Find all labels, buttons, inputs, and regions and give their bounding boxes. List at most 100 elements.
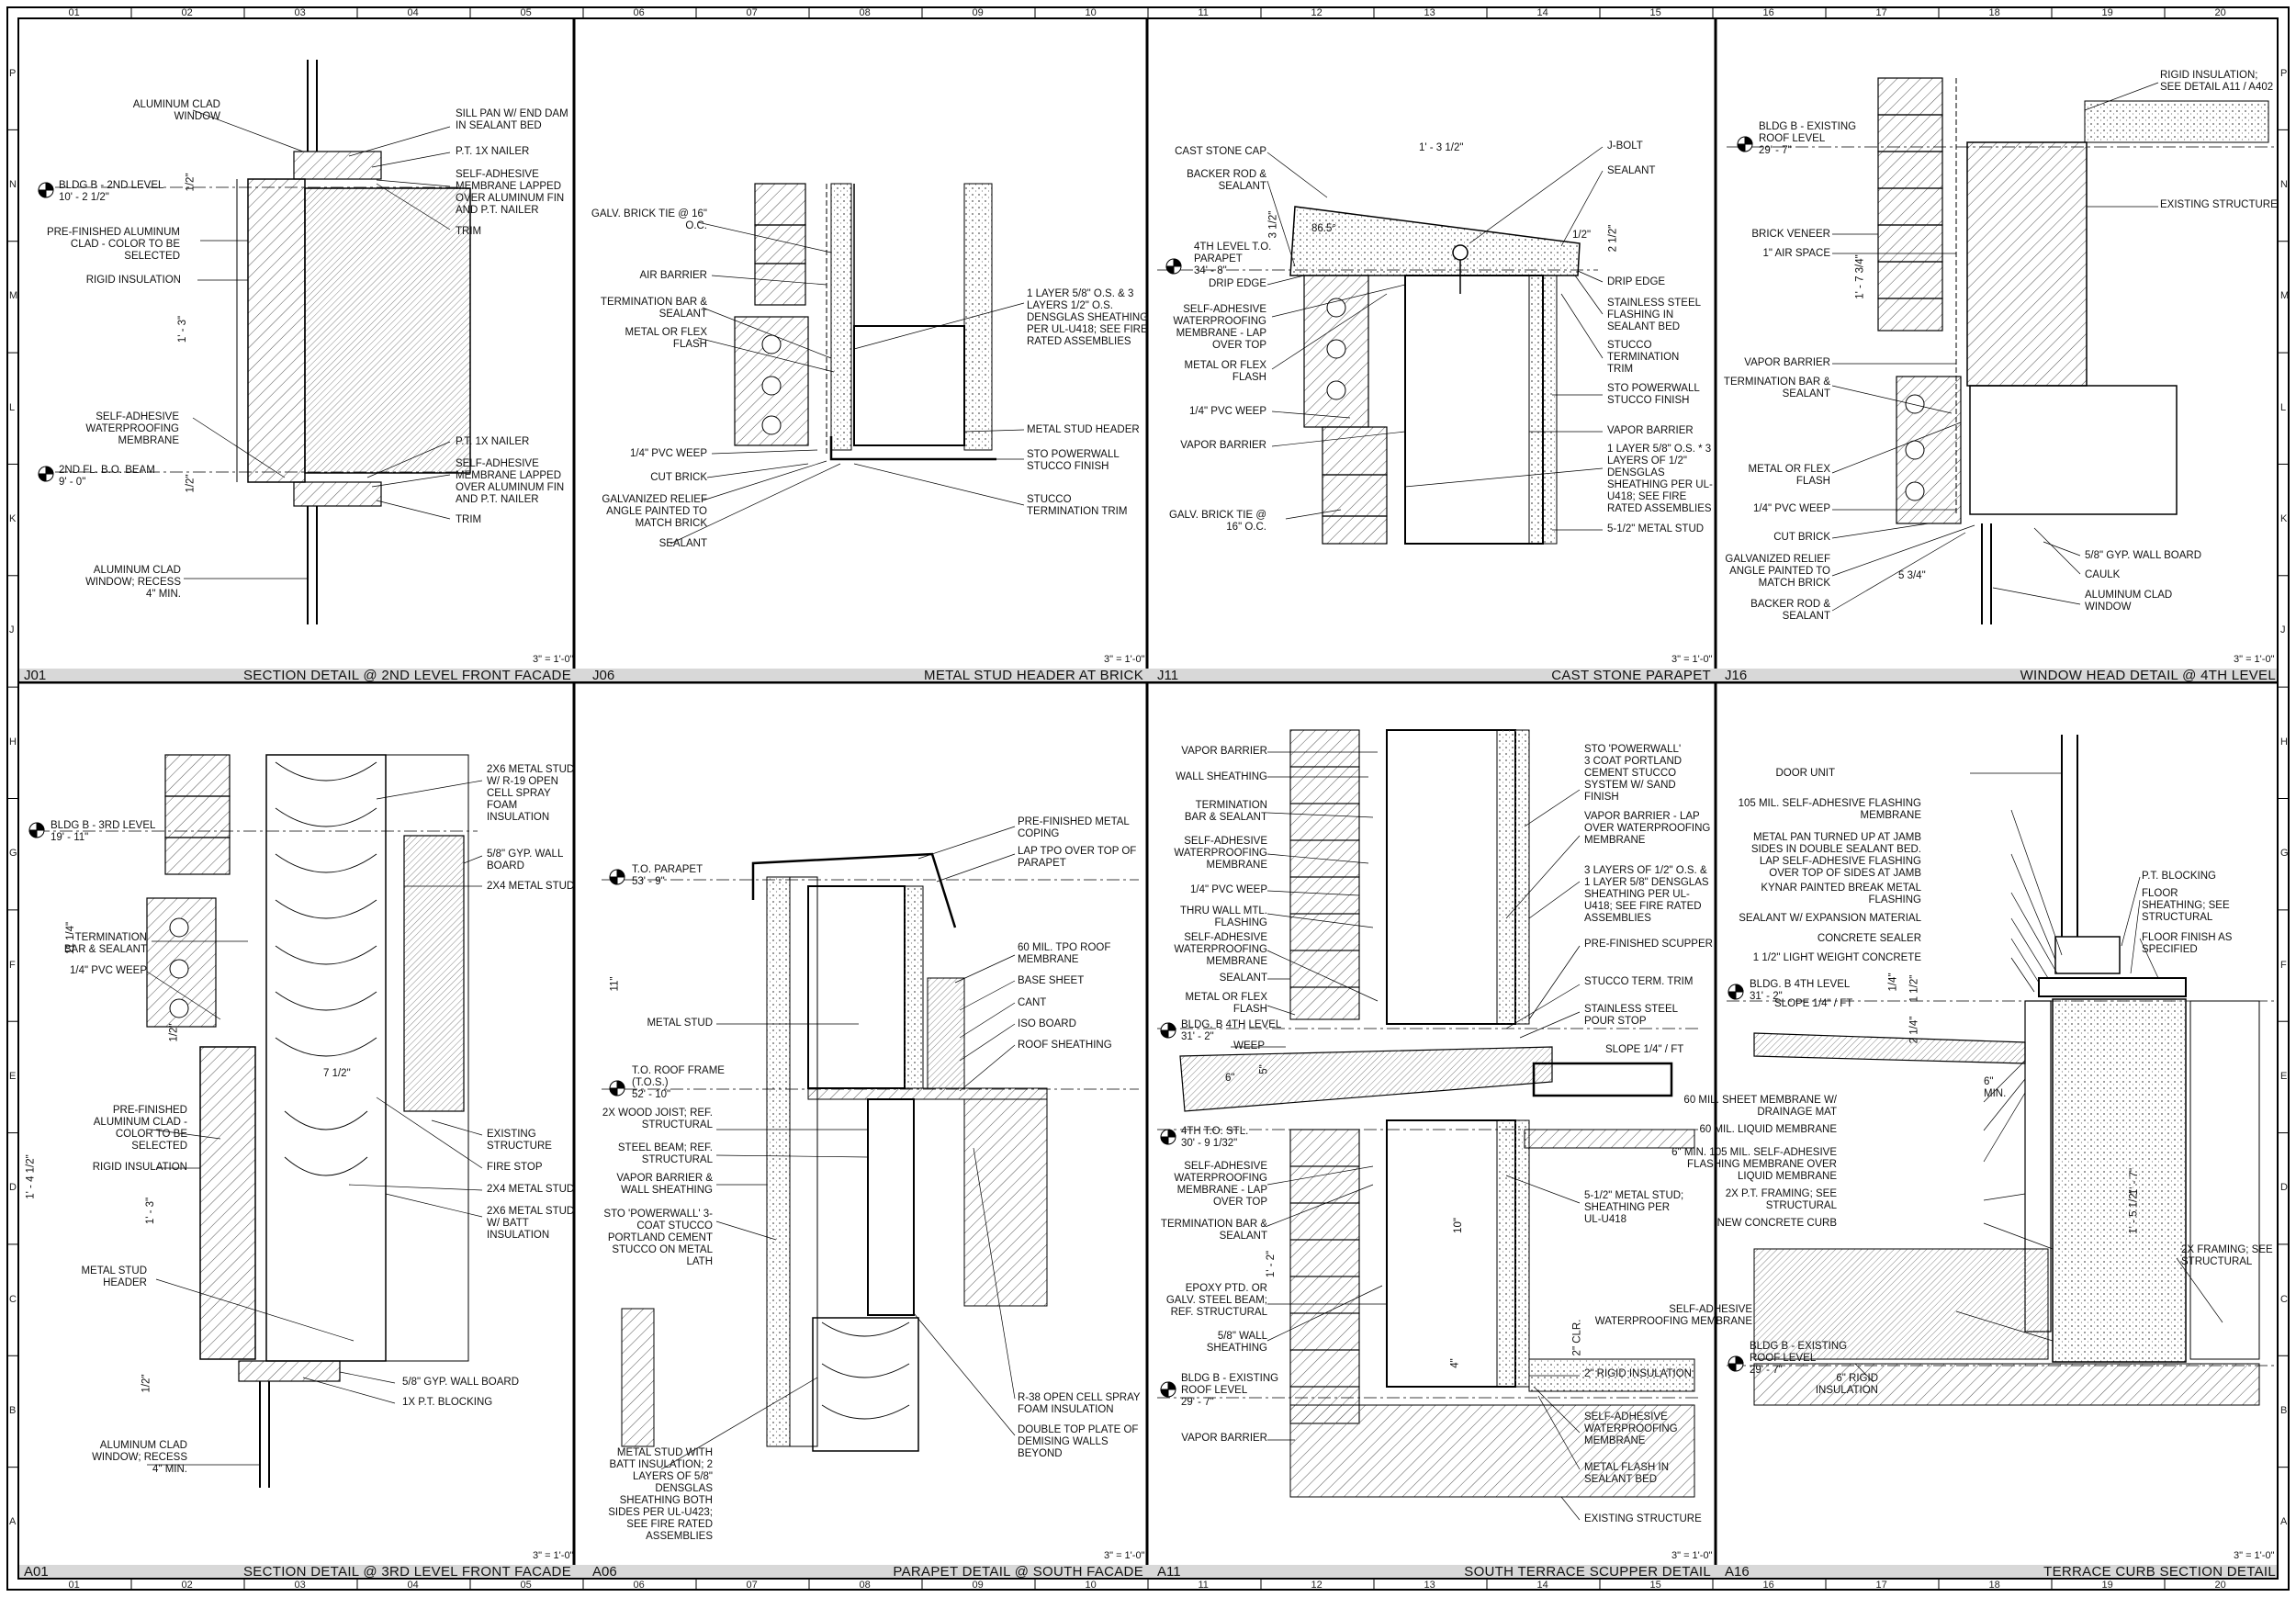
scale-note: 3" = 1'-0" bbox=[1671, 654, 1713, 665]
note-label: 60 MIL. TPO ROOF MEMBRANE bbox=[1018, 942, 1111, 965]
dimension-label: 11" bbox=[609, 976, 621, 992]
note-label: 1/4" PVC WEEP bbox=[1190, 884, 1267, 895]
grid-column-label: 08 bbox=[859, 1580, 871, 1591]
dimension-label: 5" bbox=[1258, 1064, 1270, 1074]
dimension-label: 1' - 4 1/2" bbox=[25, 1154, 37, 1199]
grid-column-label: 06 bbox=[633, 7, 645, 18]
note-label: 2X4 METAL STUD bbox=[487, 1184, 575, 1195]
dimension-label: 1/2" bbox=[185, 474, 197, 493]
detail-j01-drawing bbox=[55, 60, 471, 624]
note-label: METAL FLASH IN SEALANT BED bbox=[1584, 1462, 1670, 1485]
note-label: 1 LAYER 5/8" O.S. * 3 LAYERS OF 1/2" DEN… bbox=[1607, 444, 1713, 514]
note-label: STUCCO TERM. TRIM bbox=[1584, 976, 1694, 987]
note-label: KYNAR PAINTED BREAK METAL FLASHING bbox=[1761, 883, 1921, 905]
note-label: 1/4" PVC WEEP bbox=[70, 965, 147, 976]
note-label: TERMINATION BAR & SEALANT bbox=[600, 297, 707, 320]
grid-row-label: L bbox=[2280, 401, 2287, 413]
note-label: SELF-ADHESIVE WATERPROOFING MEMBRANE - L… bbox=[1174, 1161, 1267, 1208]
note-label: ALUMINUM CLAD WINDOW bbox=[132, 99, 220, 122]
level-label: BLDG B - EXISTING ROOF LEVEL 29' - 7" bbox=[1750, 1341, 1848, 1376]
note-label: 2" RIGID INSULATION bbox=[1584, 1368, 1692, 1379]
note-label: P.T. 1X NAILER bbox=[456, 146, 530, 157]
note-label: SILL PAN W/ END DAM IN SEALANT BED bbox=[456, 108, 568, 131]
detail-tag: J06 bbox=[592, 668, 615, 683]
note-label: PRE-FINISHED METAL COPING bbox=[1018, 816, 1130, 839]
note-label: PRE-FINISHED ALUMINUM CLAD - COLOR TO BE… bbox=[46, 227, 180, 262]
note-label: P.T. BLOCKING bbox=[2142, 871, 2216, 882]
detail-title: WINDOW HEAD DETAIL @ 4TH LEVEL bbox=[2020, 668, 2276, 683]
grid-row-label: H bbox=[2280, 736, 2288, 748]
dimension-label: 1' - 3" bbox=[177, 315, 189, 343]
note-label: GALV. BRICK TIE @ 16" O.C. bbox=[1168, 510, 1266, 533]
note-label: TERMINATION BAR & SEALANT bbox=[1184, 800, 1267, 823]
dimension-label: 1' - 2" bbox=[1266, 1250, 1277, 1278]
note-label: CANT bbox=[1018, 997, 1047, 1008]
grid-row-label: C bbox=[9, 1293, 17, 1305]
note-label: ALUMINUM CLAD WINDOW; RECESS 4" MIN. bbox=[85, 565, 181, 600]
note-label: SEALANT bbox=[1607, 165, 1656, 176]
grid-row-label: H bbox=[9, 736, 17, 748]
note-label: ISO BOARD bbox=[1018, 1018, 1076, 1029]
note-label: GALV. BRICK TIE @ 16" O.C. bbox=[591, 208, 707, 231]
note-label: TRIM bbox=[456, 514, 482, 525]
grid-row-label: M bbox=[2280, 290, 2290, 302]
note-label: VAPOR BARRIER & WALL SHEATHING bbox=[616, 1173, 713, 1196]
note-label: TRIM bbox=[456, 226, 482, 237]
grid-column-label: 01 bbox=[68, 1580, 80, 1591]
detail-title: SECTION DETAIL @ 3RD LEVEL FRONT FACADE bbox=[243, 1564, 571, 1580]
note-label: 2X6 METAL STUD W/ BATT INSULATION bbox=[487, 1206, 575, 1241]
grid-column-label: 20 bbox=[2214, 7, 2226, 18]
grid-column-label: 05 bbox=[520, 7, 532, 18]
dimension-label: 2 1/4" bbox=[1908, 1016, 1920, 1044]
note-label: SLOPE 1/4" / FT bbox=[1605, 1044, 1684, 1055]
level-label: BLDG B - 3RD LEVEL 19' - 11" bbox=[51, 820, 156, 843]
grid-column-label: 10 bbox=[1085, 7, 1097, 18]
grid-row-label: L bbox=[9, 401, 16, 413]
note-label: SEALANT bbox=[1219, 973, 1267, 984]
note-label: ALUMINUM CLAD WINDOW bbox=[2085, 590, 2173, 613]
note-label: 105 MIL. SELF-ADHESIVE FLASHING MEMBRANE bbox=[1738, 798, 1921, 821]
grid-column-label: 13 bbox=[1424, 7, 1435, 18]
note-label: THRU WALL MTL. FLASHING bbox=[1180, 905, 1267, 928]
note-label: BRICK VENEER bbox=[1751, 229, 1830, 240]
note-label: VAPOR BARRIER bbox=[1181, 746, 1267, 757]
grid-column-label: 15 bbox=[1649, 1580, 1661, 1591]
note-label: STO 'POWERWALL' 3 COAT PORTLAND CEMENT S… bbox=[1584, 744, 1683, 803]
note-label: 60 MIL. LIQUID MEMBRANE bbox=[1699, 1124, 1837, 1135]
grid-column-label: 19 bbox=[2101, 1580, 2113, 1591]
scale-note: 3" = 1'-0" bbox=[2234, 1550, 2275, 1561]
level-label: T.O. ROOF FRAME (T.O.S.) 52' - 10" bbox=[632, 1065, 725, 1100]
note-label: WEEP bbox=[1233, 1040, 1265, 1052]
note-label: EXISTING STRUCTURE bbox=[487, 1129, 552, 1152]
level-label: 2ND FL. B.O. BEAM 9' - 0" bbox=[59, 465, 155, 488]
grid-column-label: 05 bbox=[520, 1580, 532, 1591]
detail-tag: A01 bbox=[24, 1564, 49, 1580]
scale-note: 3" = 1'-0" bbox=[1671, 1550, 1713, 1561]
detail-title: SOUTH TERRACE SCUPPER DETAIL bbox=[1464, 1564, 1711, 1580]
note-label: DOUBLE TOP PLATE OF DEMISING WALLS BEYON… bbox=[1018, 1424, 1139, 1459]
note-label: LAP TPO OVER TOP OF PARAPET bbox=[1018, 846, 1137, 869]
note-label: STUCCO TERMINATION TRIM bbox=[1607, 340, 1680, 375]
note-label: AIR BARRIER bbox=[639, 270, 708, 281]
grid-column-label: 16 bbox=[1762, 7, 1774, 18]
note-label: FIRE STOP bbox=[487, 1162, 543, 1173]
note-label: BASE SHEET bbox=[1018, 975, 1085, 986]
note-label: STAINLESS STEEL FLASHING IN SEALANT BED bbox=[1607, 298, 1702, 332]
level-label: BLDG. B 4TH LEVEL 31' - 2" bbox=[1750, 979, 1851, 1002]
note-label: 5/8" GYP. WALL BOARD bbox=[402, 1377, 520, 1388]
dimension-label: 1' - 7" bbox=[2129, 1167, 2141, 1196]
grid-row-label: M bbox=[9, 290, 18, 302]
note-label: 1/4" PVC WEEP bbox=[1189, 406, 1266, 417]
note-label: P.T. 1X NAILER bbox=[456, 436, 530, 447]
dimension-label: 1' - 3" bbox=[145, 1197, 157, 1225]
grid-row-label: K bbox=[9, 513, 17, 525]
grid-column-label: 02 bbox=[181, 7, 193, 18]
grid-row-label: D bbox=[2280, 1182, 2288, 1194]
dimension-label: 86.5° bbox=[1311, 223, 1336, 234]
note-label: GALVANIZED RELIEF ANGLE PAINTED TO MATCH… bbox=[602, 494, 707, 529]
note-label: SEALANT bbox=[658, 538, 707, 549]
note-label: BACKER ROD & SEALANT bbox=[1187, 169, 1266, 192]
note-label: SELF-ADHESIVE WATERPROOFING MEMBRANE bbox=[1594, 1304, 1752, 1327]
grid-column-label: 14 bbox=[1536, 1580, 1548, 1591]
note-label: 5-1/2" METAL STUD bbox=[1607, 523, 1705, 534]
